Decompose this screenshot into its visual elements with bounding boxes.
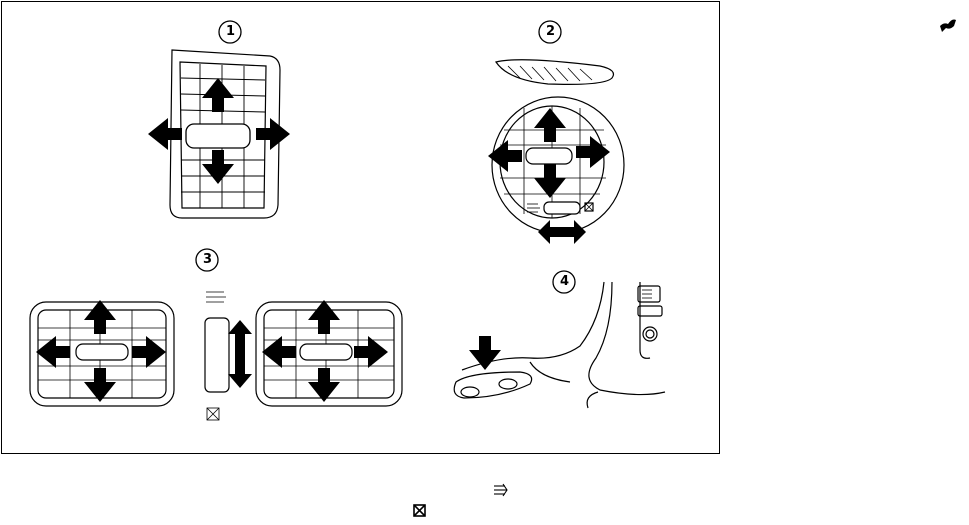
arrow-down bbox=[202, 150, 234, 184]
arrow-right bbox=[256, 118, 290, 150]
arrow-left bbox=[148, 118, 182, 150]
vent-4-arrows bbox=[469, 336, 501, 370]
tool-icon bbox=[940, 20, 956, 33]
arrow-up bbox=[84, 300, 116, 334]
arrow-down bbox=[308, 368, 340, 402]
callout-3-label: 3 bbox=[203, 252, 212, 267]
arrow-down bbox=[84, 368, 116, 402]
callout-1-label: 1 bbox=[226, 24, 235, 39]
callout-4-label: 4 bbox=[560, 274, 569, 289]
arrow-right bbox=[576, 136, 610, 168]
double-arrow-vertical bbox=[228, 320, 252, 388]
double-arrow-horizontal bbox=[538, 220, 586, 244]
vent-3-dial bbox=[205, 292, 252, 420]
callout-2-label: 2 bbox=[546, 24, 555, 39]
arrow-up bbox=[308, 300, 340, 334]
airflow-lines-icon bbox=[494, 484, 507, 496]
arrow-right bbox=[354, 336, 388, 368]
arrow-up bbox=[534, 108, 566, 142]
arrow-right bbox=[132, 336, 166, 368]
vent-2-defroster bbox=[496, 60, 614, 85]
arrow-up bbox=[202, 78, 234, 112]
arrow-down bbox=[469, 336, 501, 370]
vent-2 bbox=[492, 97, 624, 233]
arrow-left bbox=[262, 336, 296, 368]
closed-box-icon bbox=[414, 505, 425, 516]
arrow-down bbox=[534, 164, 566, 198]
arrow-left bbox=[36, 336, 70, 368]
